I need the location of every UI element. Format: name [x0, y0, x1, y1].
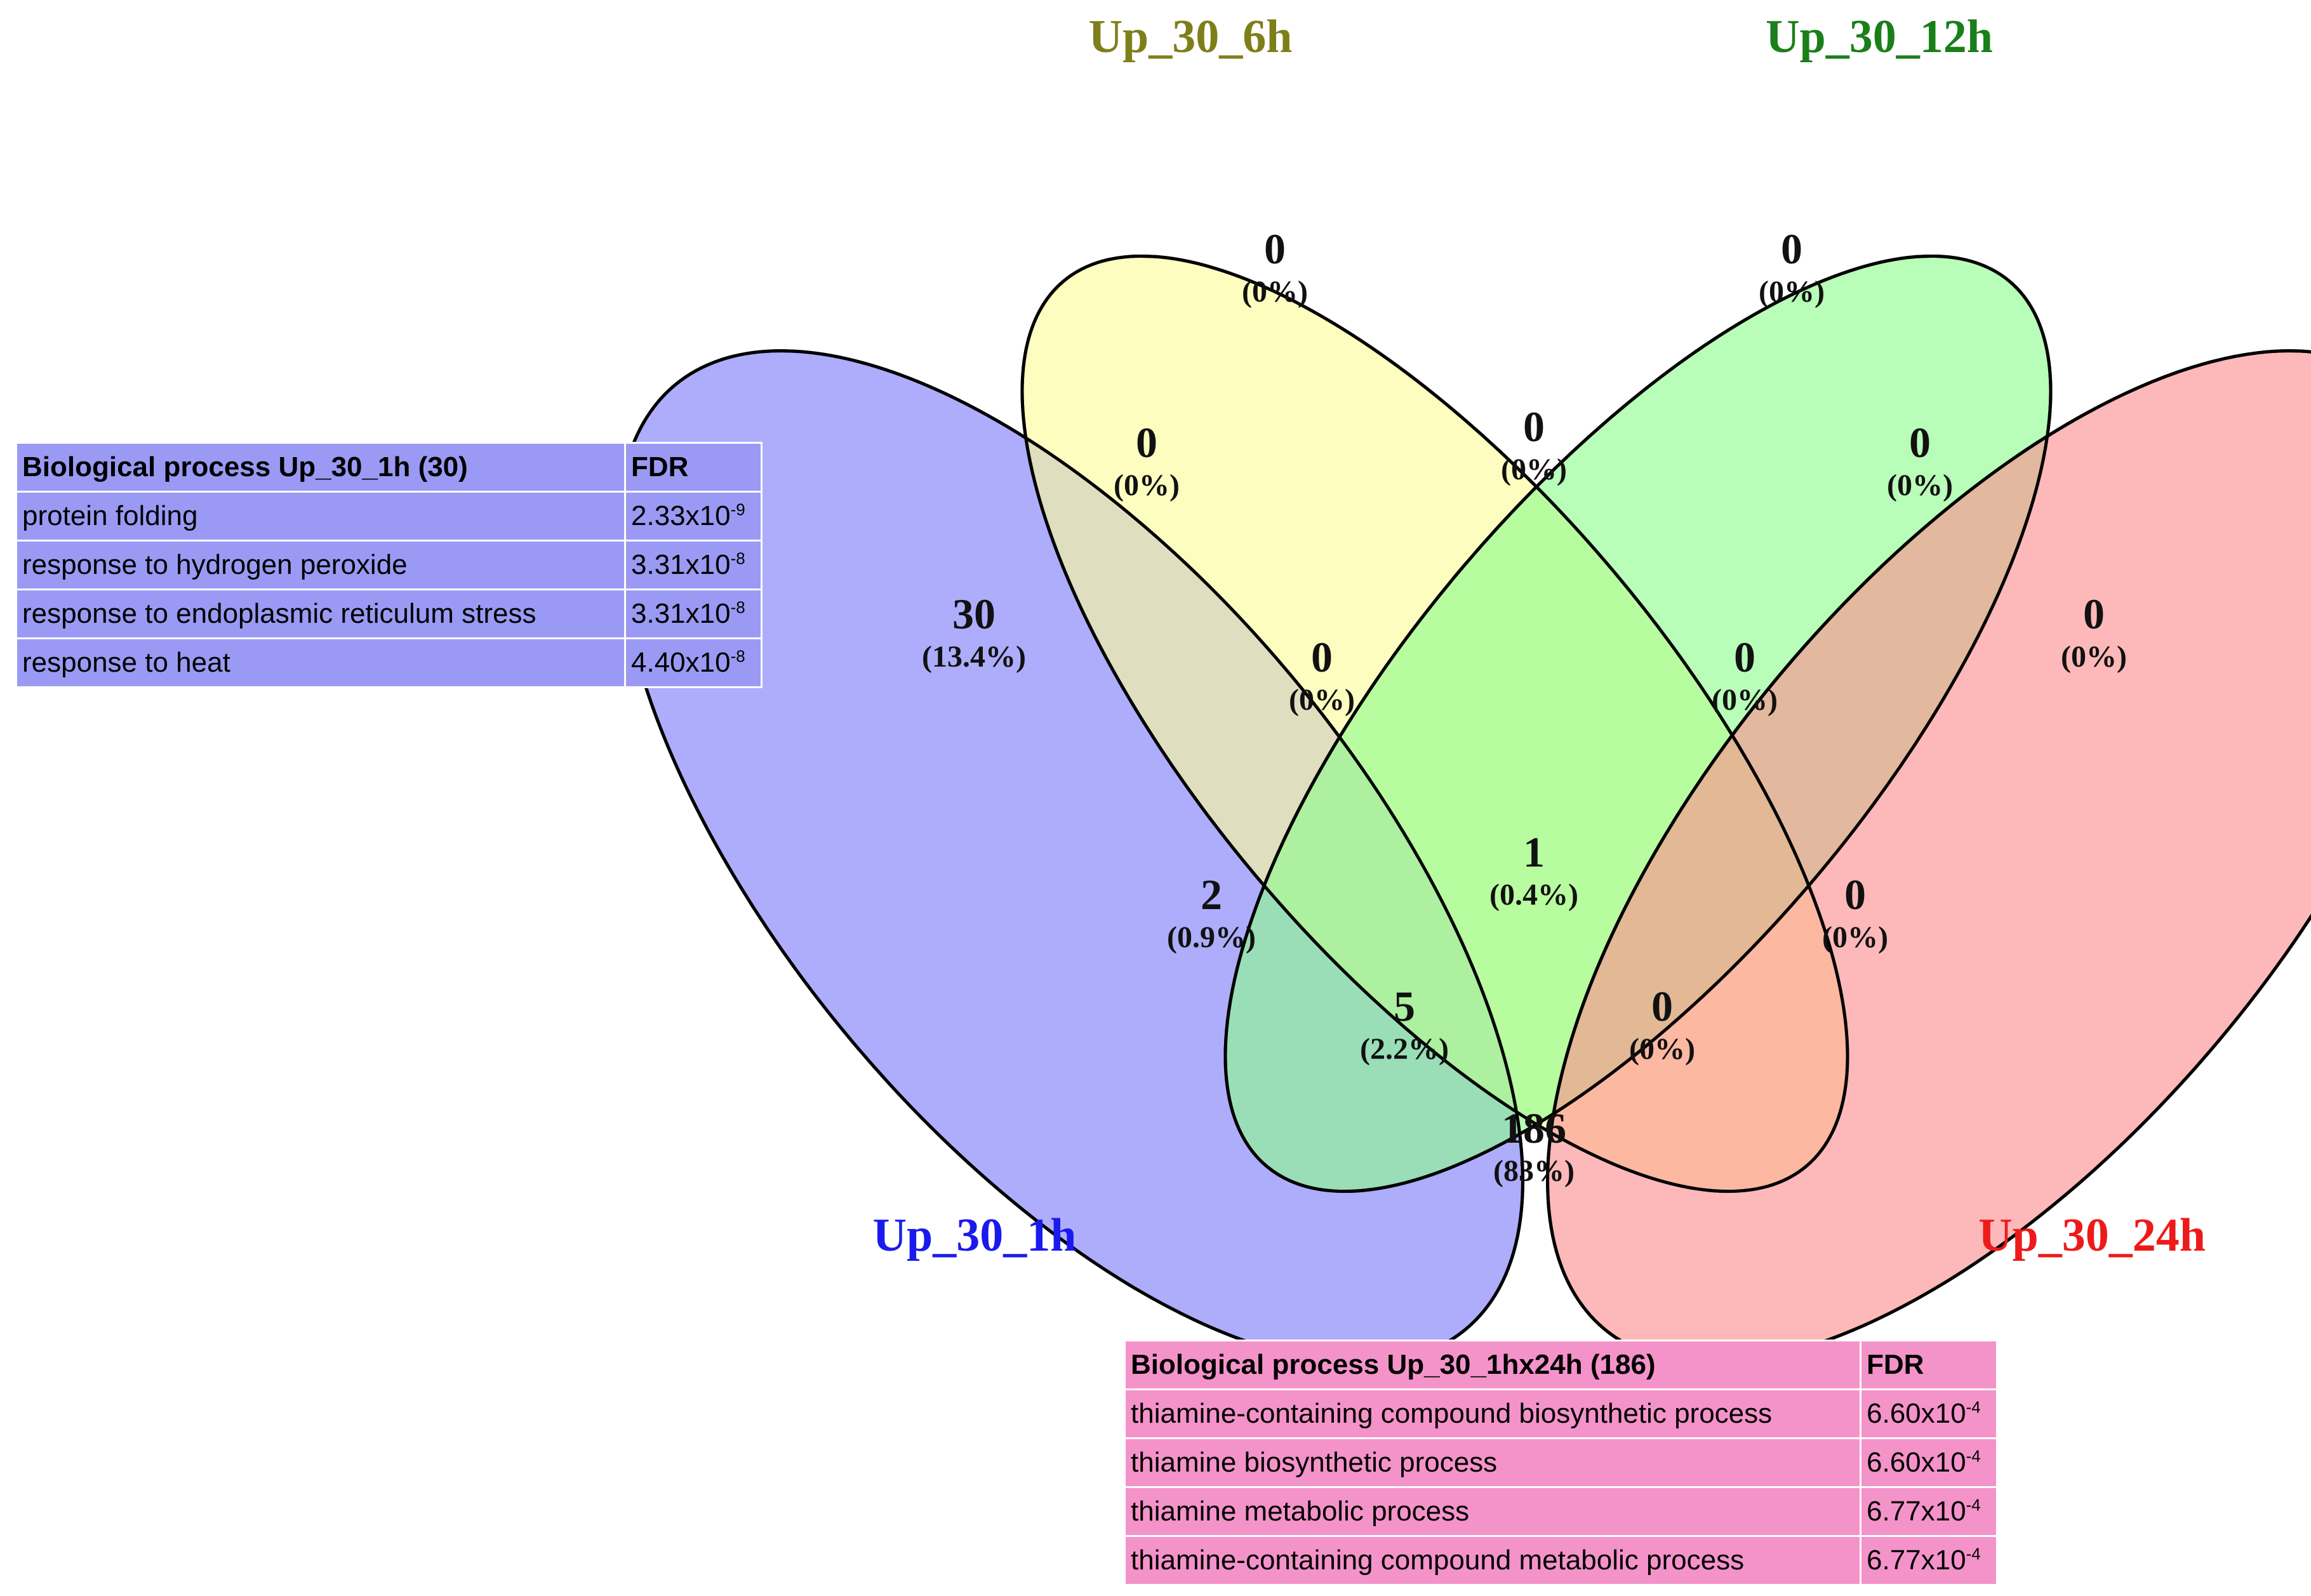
set-label-up-30-24h: Up_30_24h: [1978, 1209, 2206, 1261]
region-count: 1: [1523, 828, 1545, 876]
table-row: protein folding 2.33x10-9: [15, 491, 763, 542]
region-percent: (0%): [1242, 275, 1308, 309]
region-count: 30: [952, 590, 996, 638]
table-cell-term: response to endoplasmic reticulum stress: [15, 589, 626, 639]
region-count: 0: [1311, 633, 1333, 681]
region-count: 0: [1136, 418, 1157, 467]
region-percent: (0%): [1887, 469, 1953, 502]
region-percent: (0.4%): [1489, 878, 1578, 912]
ellipse-outlines: [616, 254, 2311, 1365]
set-label-up-30-12h: Up_30_12h: [1766, 11, 1993, 63]
table-header-fdr: FDR: [1860, 1340, 1998, 1390]
region-percent: (0%): [1712, 683, 1778, 717]
go-table-up-30-1hx24h: Biological process Up_30_1hx24h (186) FD…: [1124, 1340, 1998, 1586]
region-percent: (0%): [1501, 453, 1567, 486]
table-header-row: Biological process Up_30_1h (30) FDR: [15, 442, 763, 493]
region-count: 0: [1523, 402, 1545, 451]
region-percent: (0%): [1629, 1032, 1695, 1066]
region-count: 5: [1394, 982, 1415, 1030]
table-header-row: Biological process Up_30_1hx24h (186) FD…: [1124, 1340, 1998, 1390]
region-percent: (83%): [1493, 1154, 1575, 1188]
table-cell-term: response to heat: [15, 637, 626, 688]
set-label-up-30-6h: Up_30_6h: [1089, 11, 1293, 63]
region-percent: (13.4%): [922, 640, 1026, 674]
table-row: response to hydrogen peroxide 3.31x10-8: [15, 540, 763, 590]
table-cell-term: thiamine biosynthetic process: [1124, 1437, 1861, 1488]
go-table-up-30-1h: Biological process Up_30_1h (30) FDR pro…: [15, 442, 763, 688]
region-count: 0: [1264, 225, 1286, 273]
table-cell-fdr: 2.33x10-9: [624, 491, 763, 542]
region-count: 2: [1201, 870, 1222, 919]
region-percent: (0%): [1759, 275, 1825, 309]
table-cell-fdr: 6.60x10-4: [1860, 1388, 1998, 1439]
region-count: 0: [2083, 590, 2105, 638]
region-count: 0: [1651, 982, 1673, 1030]
table-cell-fdr: 6.77x10-4: [1860, 1486, 1998, 1537]
region-percent: (0%): [1822, 921, 1888, 954]
table-row: thiamine metabolic process 6.77x10-4: [1124, 1486, 1998, 1537]
table-header-fdr: FDR: [624, 442, 763, 493]
table-cell-term: thiamine metabolic process: [1124, 1486, 1861, 1537]
region-percent: (0%): [1289, 683, 1355, 717]
table-cell-fdr: 4.40x10-8: [624, 637, 763, 688]
region-count: 186: [1502, 1104, 1566, 1152]
table-cell-fdr: 3.31x10-8: [624, 589, 763, 639]
table-header-term: Biological process Up_30_1h (30): [15, 442, 626, 493]
region-count: 0: [1781, 225, 1802, 273]
table-header-term: Biological process Up_30_1hx24h (186): [1124, 1340, 1861, 1390]
region-percent: (0.9%): [1167, 921, 1256, 954]
region-percent: (2.2%): [1360, 1032, 1449, 1066]
table-cell-fdr: 3.31x10-8: [624, 540, 763, 590]
set-ellipses: [616, 254, 2311, 1365]
region-count: 0: [1909, 418, 1931, 467]
region-percent: (0%): [1114, 469, 1180, 502]
table-cell-fdr: 6.77x10-4: [1860, 1535, 1998, 1586]
table-row: thiamine biosynthetic process 6.60x10-4: [1124, 1437, 1998, 1488]
table-row: response to heat 4.40x10-8: [15, 637, 763, 688]
table-cell-term: thiamine-containing compound biosyntheti…: [1124, 1388, 1861, 1439]
region-percent: (0%): [2061, 640, 2127, 674]
region-labels: 0 (0%) 0 (0%) 0 (0%) 0 (0%) 0 (0%) 30 (1…: [922, 225, 2127, 1188]
table-row: thiamine-containing compound biosyntheti…: [1124, 1388, 1998, 1439]
table-cell-term: thiamine-containing compound metabolic p…: [1124, 1535, 1861, 1586]
table-row: response to endoplasmic reticulum stress…: [15, 589, 763, 639]
table-cell-term: response to hydrogen peroxide: [15, 540, 626, 590]
region-count: 0: [1844, 870, 1866, 919]
table-row: thiamine-containing compound metabolic p…: [1124, 1535, 1998, 1586]
set-label-up-30-1h: Up_30_1h: [873, 1209, 1077, 1261]
region-count: 0: [1734, 633, 1755, 681]
table-cell-fdr: 6.60x10-4: [1860, 1437, 1998, 1488]
table-cell-term: protein folding: [15, 491, 626, 542]
